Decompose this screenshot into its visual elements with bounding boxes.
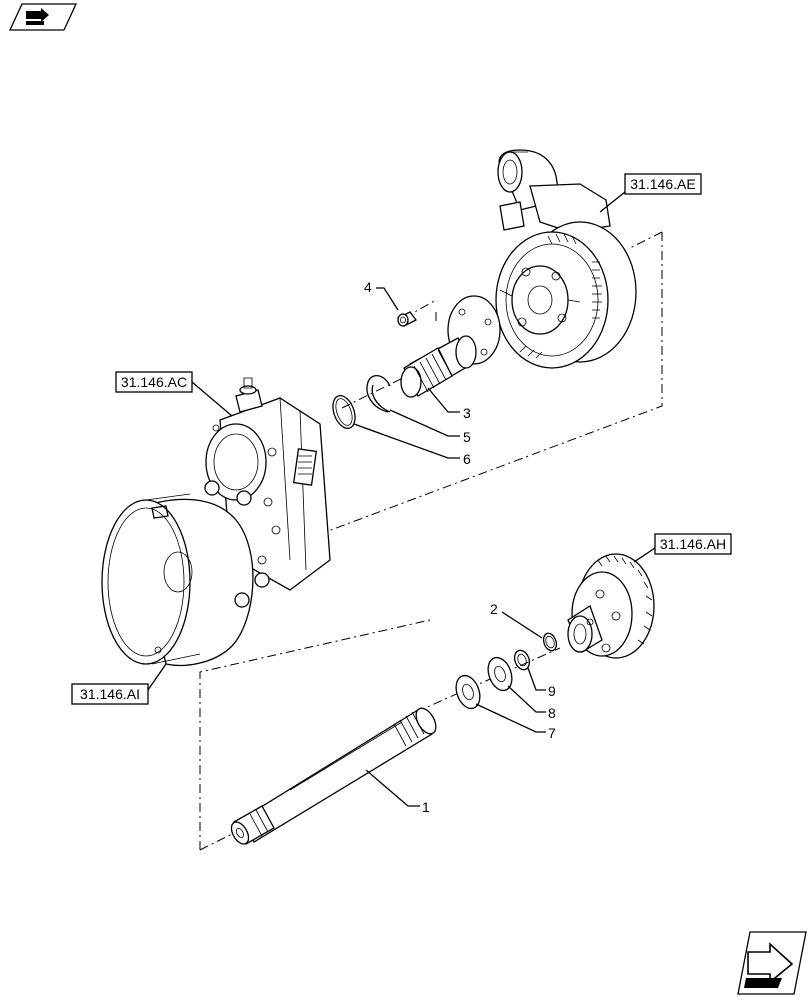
part-5-snap-ring (366, 375, 391, 413)
ref-label-ae: 31.146.AE (630, 176, 695, 192)
callout-2: 2 (490, 601, 543, 639)
callout-9: 9 (527, 667, 556, 699)
callout-6: 6 (353, 423, 471, 467)
part-2-snap-ring (542, 632, 558, 652)
part-9-ring (513, 649, 531, 671)
callout-9-label: 9 (548, 683, 556, 699)
callout-3: 3 (427, 387, 471, 421)
ref-box-31-146-ac[interactable]: 31.146.AC (115, 371, 233, 417)
ref-label-ac: 31.146.AC (121, 374, 187, 390)
callout-5-label: 5 (463, 429, 471, 445)
part-6-o-ring (332, 395, 356, 429)
callout-4: 4 (364, 279, 399, 311)
clutch-housing-assembly (495, 149, 637, 369)
ref-box-31-146-ae[interactable]: 31.146.AE (599, 173, 702, 213)
part-8-washer (487, 656, 513, 692)
callout-3-label: 3 (463, 405, 471, 421)
callout-5: 5 (389, 409, 471, 445)
callout-8-label: 8 (548, 705, 556, 721)
callout-1-label: 1 (422, 799, 430, 815)
part-7-washer (455, 674, 481, 710)
next-page-arrow-icon[interactable] (737, 931, 807, 995)
ref-label-ai: 31.146.AI (80, 686, 140, 702)
callout-1: 1 (365, 769, 430, 815)
gearbox-assembly (101, 377, 331, 667)
callout-2-label: 2 (490, 601, 498, 617)
ref-label-ah: 31.146.AH (660, 536, 726, 552)
part-4-bolt (397, 311, 417, 327)
book-arrow-icon[interactable] (8, 3, 78, 31)
part-3-splined-hub (400, 295, 501, 398)
ref-box-31-146-ai[interactable]: 31.146.AI (71, 663, 167, 705)
callout-7: 7 (475, 703, 556, 741)
pto-flange-assembly (567, 553, 655, 659)
callout-7-label: 7 (548, 725, 556, 741)
ref-box-31-146-ah[interactable]: 31.146.AH (633, 533, 732, 563)
part-1-shaft (230, 707, 437, 845)
callout-8: 8 (507, 685, 556, 721)
callout-4-label: 4 (364, 279, 372, 295)
callout-6-label: 6 (463, 451, 471, 467)
